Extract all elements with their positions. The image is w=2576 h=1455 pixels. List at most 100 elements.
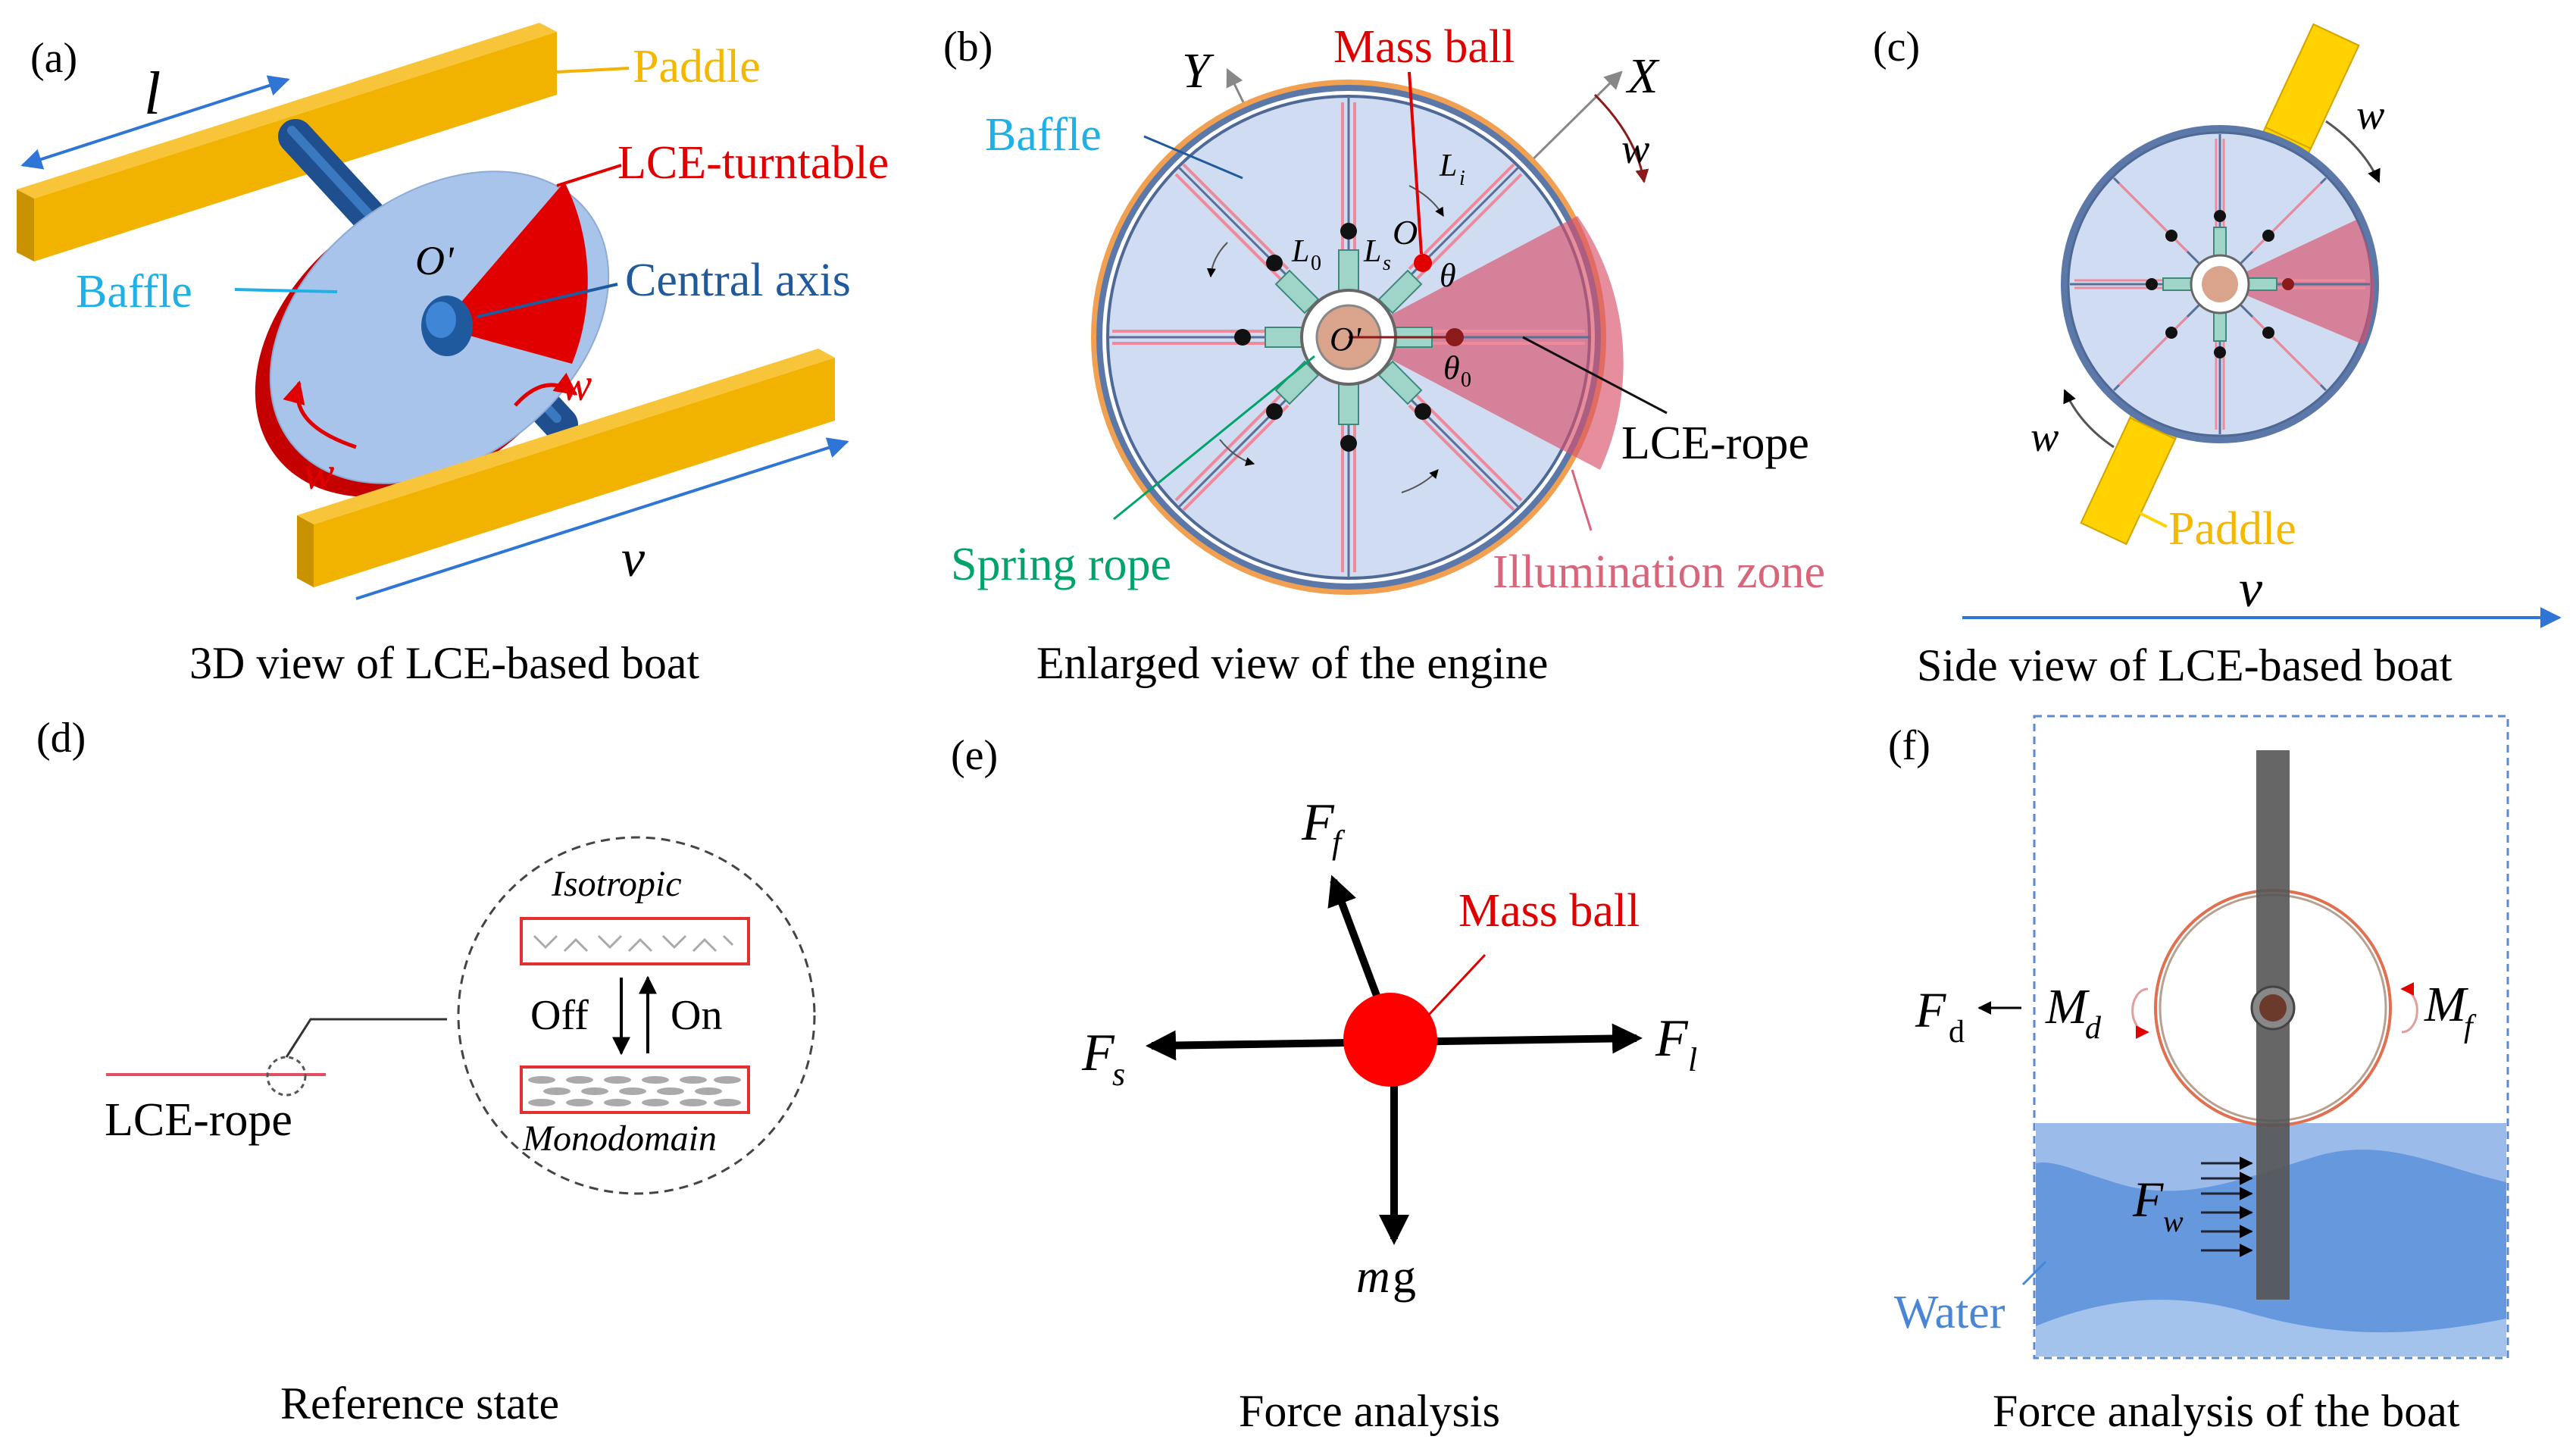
illumination-zone-label: Illumination zone [1493, 546, 1825, 598]
panel-f: (f) F w F d M d M f [1888, 715, 2509, 1436]
zoom-circle [457, 836, 816, 1195]
boat-frame [2033, 715, 2509, 1360]
panel-b-tag: (b) [943, 23, 993, 70]
side-mass-balls [2146, 210, 2274, 358]
bottom-paddle [297, 349, 835, 587]
lce-rope-leader [1522, 336, 1668, 415]
panel-e-caption: Force analysis [1239, 1386, 1500, 1436]
velocity-label: v [621, 530, 646, 588]
fs-label: F [1081, 1024, 1115, 1082]
ff-sub: f [1332, 824, 1346, 861]
l-i-sub: i [1459, 167, 1465, 190]
panel-a-tag: (a) [30, 35, 77, 82]
mass-ball-label-e: Mass ball [1458, 885, 1640, 937]
isotropic-label: Isotropic [551, 864, 682, 904]
panel-c: (c) [1873, 23, 2562, 690]
water-force-arrows [2201, 1156, 2253, 1257]
spring-rope-leader [1113, 355, 1315, 521]
omega-arrow-c-top [2325, 120, 2381, 183]
spring-rope-label: Spring rope [951, 539, 1171, 590]
off-label: Off [530, 992, 589, 1039]
fd-label: F [1915, 983, 1946, 1038]
o-label: O [1393, 213, 1418, 252]
paddle-label-c: Paddle [2168, 503, 2296, 555]
l-s-label: L [1363, 234, 1381, 269]
panel-e-tag: (e) [951, 732, 998, 779]
panel-b: (b) Y X [943, 21, 1825, 688]
baffle-label-b: Baffle [985, 109, 1102, 161]
l-0-sub: 0 [1311, 252, 1321, 275]
panel-a: (a) l Paddle O' LCE-turntable Baffle [17, 23, 889, 688]
l-0-label: L [1291, 234, 1309, 269]
omega-label-c-bottom: w [2030, 414, 2059, 461]
omega-label-2: w [561, 359, 592, 411]
panel-b-caption: Enlarged view of the engine [1036, 638, 1548, 688]
rotation-hints [1206, 185, 1444, 493]
fs-sub: s [1112, 1056, 1125, 1093]
mf-label: M [2424, 977, 2469, 1032]
theta-0-label: θ [1443, 349, 1460, 386]
theta-label: θ [1440, 257, 1456, 294]
water-wave-bottom [2036, 1300, 2506, 1356]
panel-d-tag: (d) [36, 715, 86, 762]
lce-turntable-leader [556, 164, 622, 187]
omega-arrow-right [514, 372, 578, 407]
mass-ball-leader-e [1427, 953, 1487, 1017]
ff-label: F [1301, 793, 1335, 852]
omega-label-c-top: w [2356, 92, 2384, 139]
mf-arrow [2400, 982, 2418, 1034]
paddle-leader-c [2121, 502, 2168, 528]
mass-ball-label: Mass ball [1333, 21, 1515, 73]
side-illumination [2220, 220, 2374, 345]
water-leader [2021, 1260, 2047, 1286]
fw-sub: w [2163, 1204, 2184, 1238]
md-sub: d [2085, 1011, 2102, 1046]
lce-rope-label: LCE-rope [1621, 418, 1809, 469]
omega-arrow-left [283, 380, 357, 449]
paddle-leader [556, 67, 630, 74]
lce-rope-zoom-circle [266, 1056, 307, 1097]
omega-label-1: w [303, 448, 334, 499]
velocity-label-c: v [2239, 560, 2263, 618]
omega-label-b: w [1621, 126, 1649, 173]
fd-sub: d [1949, 1015, 1965, 1050]
panel-f-caption: Force analysis of the boat [1993, 1386, 2460, 1436]
lce-rope-label-d: LCE-rope [105, 1094, 292, 1146]
origin-label: O' [415, 238, 455, 283]
length-arrow [20, 75, 290, 170]
mass-ball-e [1343, 993, 1437, 1087]
paddle-label: Paddle [633, 41, 761, 92]
l-s-sub: s [1383, 252, 1391, 275]
illumination-leader [1571, 469, 1593, 531]
central-axis-leader [477, 283, 618, 318]
panel-e: (e) Mass ball F f F s F l m g Force anal… [951, 732, 1697, 1436]
baffle-leader [234, 288, 338, 293]
zoom-connector [285, 1018, 447, 1058]
omega-arrow-b [1593, 93, 1649, 183]
turntable-red-sector [439, 182, 588, 364]
fl-label: F [1655, 1009, 1689, 1068]
panel-f-tag: (f) [1888, 722, 1930, 769]
central-axis-label: Central axis [625, 255, 851, 306]
x-axis-label: X [1625, 48, 1660, 104]
md-arrow [2131, 987, 2149, 1039]
l-i-label: L [1439, 149, 1457, 183]
theta-0-sub: 0 [1461, 368, 1471, 392]
water-label: Water [1894, 1287, 2005, 1338]
omega-arrow-c-bottom [2063, 389, 2115, 449]
mg-g-label: g [1393, 1251, 1416, 1303]
baffle-label: Baffle [76, 266, 192, 318]
y-axis-label: Y [1182, 43, 1215, 99]
isotropic-block [520, 917, 750, 965]
panel-d: (d) LCE-rope Isotropic Off On [36, 715, 816, 1428]
panel-c-caption: Side view of LCE-based boat [1917, 640, 2453, 690]
velocity-arrow [355, 437, 849, 600]
panel-a-caption: 3D view of LCE-based boat [189, 638, 699, 688]
panel-d-caption: Reference state [280, 1378, 559, 1428]
monodomain-block [520, 1065, 750, 1114]
panel-c-tag: (c) [1873, 23, 1920, 70]
engine-mass-balls [1234, 223, 1431, 452]
lce-turntable-label: LCE-turntable [617, 137, 889, 189]
on-label: On [671, 992, 722, 1039]
mg-m-label: m [1356, 1251, 1390, 1303]
